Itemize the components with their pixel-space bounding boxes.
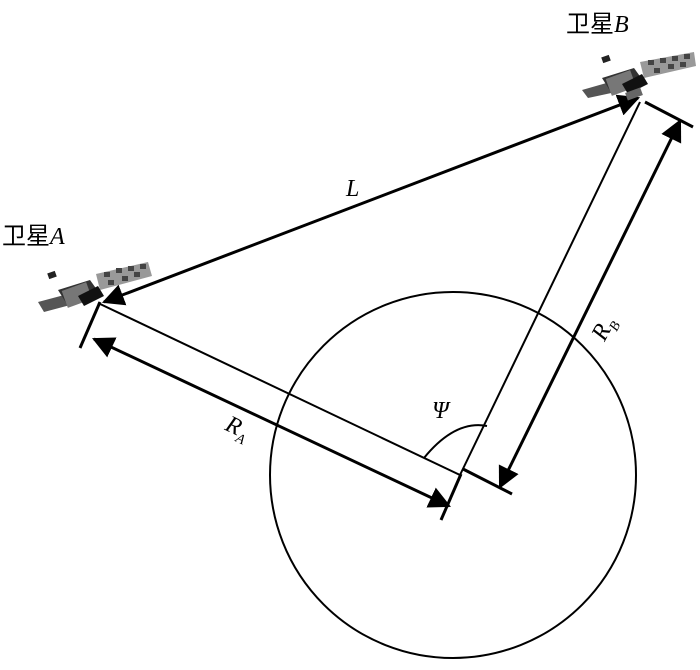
line-sat-a-to-center [97, 302, 461, 476]
line-sat-b-to-center [459, 101, 641, 476]
satellite-a-icon [38, 262, 152, 312]
distance-label-l: L [345, 176, 359, 202]
satellite-a-label: 卫星A [2, 224, 65, 250]
rb-end-tick-satellite [644, 100, 694, 129]
svg-text:RB: RB [586, 312, 624, 348]
satellite-b-label: 卫星B [566, 12, 629, 38]
ra-end-tick-satellite [78, 301, 102, 349]
radius-arrow-rb [498, 119, 682, 489]
svg-text:RA: RA [219, 411, 254, 449]
radius-label-ra: RA [219, 411, 254, 449]
radius-arrow-ra [92, 337, 451, 508]
angle-arc-psi [423, 424, 488, 459]
radius-label-rb: RB [586, 312, 624, 348]
earth-circle [269, 291, 637, 659]
rb-end-tick-center [462, 467, 513, 496]
ra-end-tick-center [439, 473, 463, 521]
angle-label-psi: Ψ [432, 398, 451, 424]
satellite-b-icon [582, 52, 696, 101]
